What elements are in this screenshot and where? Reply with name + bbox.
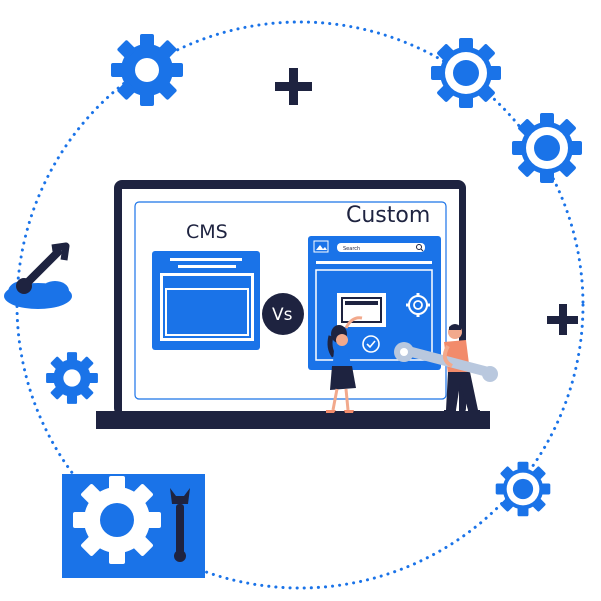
custom-label: Custom xyxy=(346,203,430,228)
person-man xyxy=(394,324,498,414)
gear-icon xyxy=(512,113,582,183)
laptop-base xyxy=(96,411,490,429)
search-icon xyxy=(416,244,424,252)
person-woman xyxy=(326,316,363,413)
plus-icon xyxy=(275,68,312,105)
check-icon xyxy=(362,335,380,353)
cms-label: CMS xyxy=(186,221,228,243)
cms-panel xyxy=(152,251,260,350)
wrench-icon xyxy=(170,488,190,562)
settings-tile xyxy=(62,474,205,578)
search-bar-label: Search xyxy=(343,246,360,252)
gear-icon xyxy=(111,34,183,106)
plus-icon xyxy=(547,304,578,335)
gear-icon xyxy=(406,293,430,317)
gear-icon xyxy=(495,461,551,517)
gear-icon xyxy=(46,352,98,404)
wrench-icon xyxy=(4,242,72,309)
search-bar xyxy=(337,243,425,252)
image-icon xyxy=(313,240,329,253)
versus-label: Vs xyxy=(272,305,293,325)
versus-badge: Vs xyxy=(262,293,304,335)
gear-icon xyxy=(431,38,501,108)
